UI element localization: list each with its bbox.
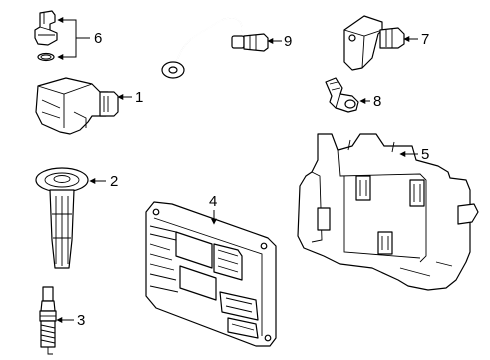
callout-label-9: 9 (284, 33, 292, 50)
callout-7: 7 (403, 31, 429, 48)
callout-label-7: 7 (421, 31, 429, 48)
ignition-coil-part-1 (35, 77, 119, 135)
callout-label-8: 8 (373, 93, 381, 110)
callout-3: 3 (56, 312, 85, 329)
callout-label-1: 1 (135, 89, 143, 106)
callout-6: 6 (57, 17, 102, 60)
control-module-part-4 (145, 201, 277, 347)
callout-9: 9 (267, 33, 292, 50)
knock-sensor-part-9 (161, 17, 269, 79)
callout-label-4: 4 (209, 193, 217, 210)
bracket-part-5 (297, 133, 479, 291)
callout-1: 1 (117, 89, 143, 106)
callout-label-3: 3 (77, 312, 85, 329)
sensor-part-8 (325, 77, 359, 113)
coil-boot-part-2 (35, 167, 89, 269)
callout-2: 2 (89, 173, 118, 190)
spark-plug-part-3 (39, 286, 57, 355)
callout-label-2: 2 (110, 173, 118, 190)
callout-8: 8 (359, 93, 381, 110)
sensor-part-6 (34, 10, 58, 62)
sensor-part-7 (343, 15, 405, 71)
callout-5: 5 (399, 146, 429, 163)
callout-label-6: 6 (94, 30, 102, 47)
callout-label-5: 5 (421, 146, 429, 163)
callout-4: 4 (209, 193, 217, 225)
